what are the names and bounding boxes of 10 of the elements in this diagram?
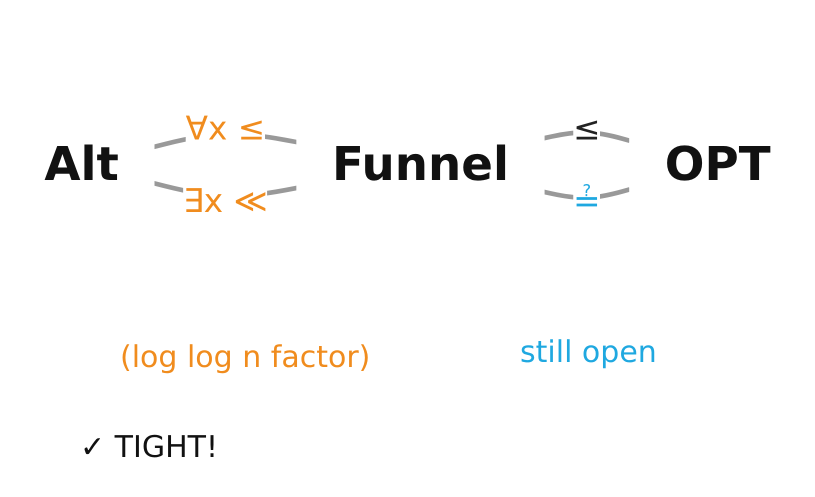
verdict-note: ✓ TIGHT! <box>80 430 218 465</box>
edge-label: ∀x ≤ <box>186 108 266 148</box>
edge-label: ∃x ≪ <box>183 181 268 220</box>
edge-label: ≤ <box>573 108 601 148</box>
node-text: Alt <box>44 138 119 192</box>
annotation-note: still open <box>520 335 657 370</box>
annotation-note: (log log n factor) <box>120 340 370 375</box>
node-text: OPT <box>664 138 771 192</box>
edge-label: ≟ <box>573 181 601 220</box>
node-text: Funnel <box>332 138 509 192</box>
